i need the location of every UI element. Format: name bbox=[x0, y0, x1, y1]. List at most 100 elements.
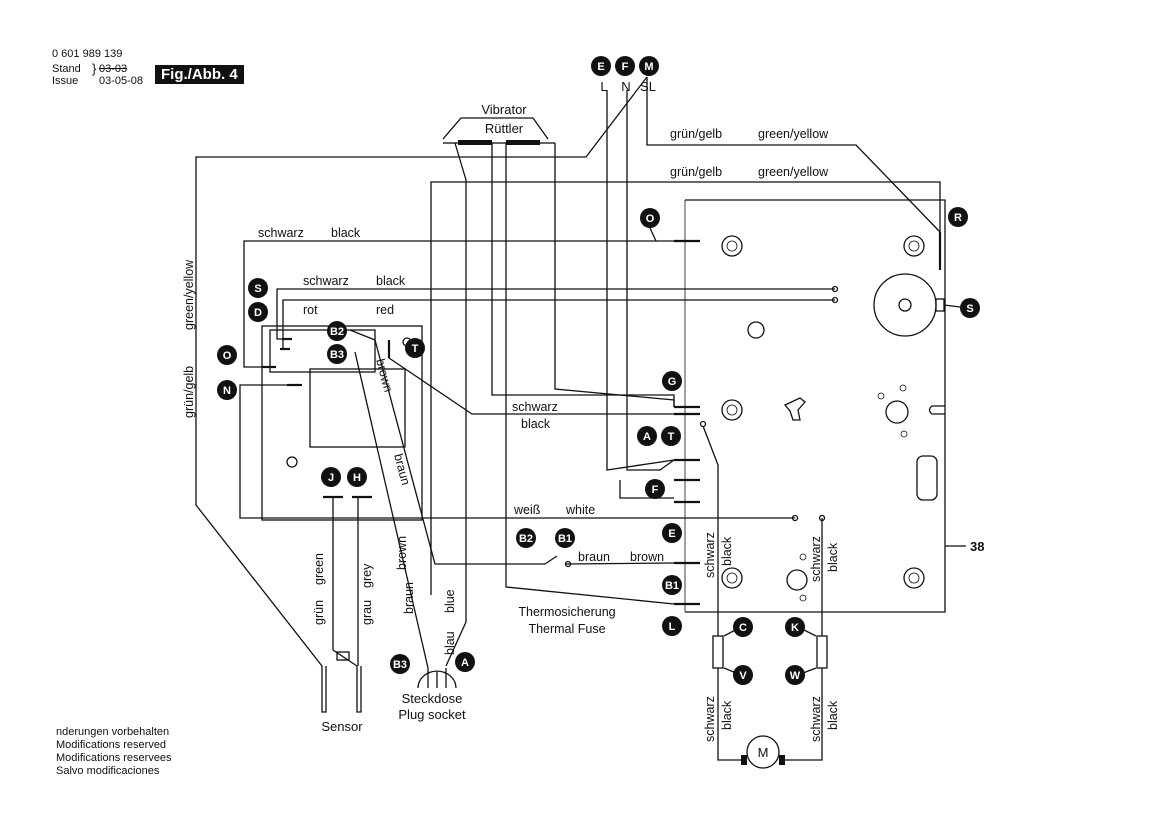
label-green: green bbox=[312, 553, 326, 585]
ref-38: 38 bbox=[970, 539, 984, 554]
svg-text:T: T bbox=[412, 343, 419, 355]
marker-w: W bbox=[785, 665, 805, 685]
marker-v: V bbox=[733, 665, 753, 685]
svg-text:V: V bbox=[739, 670, 747, 682]
svg-text:E: E bbox=[668, 528, 675, 540]
svg-text:B1: B1 bbox=[665, 580, 679, 592]
marker-j: J bbox=[321, 467, 341, 487]
wire-e-black bbox=[702, 425, 719, 636]
label-grau: grau bbox=[360, 600, 374, 625]
label-braun-v: braun bbox=[391, 452, 413, 487]
label-schwarz-o: schwarz bbox=[258, 226, 304, 240]
svg-text:F: F bbox=[652, 484, 659, 496]
wire-vib-1 bbox=[454, 142, 467, 622]
label-schwarz-m1: schwarz bbox=[703, 696, 717, 742]
marker-o-left: O bbox=[217, 345, 237, 365]
wire-l bbox=[606, 90, 675, 471]
svg-text:S: S bbox=[254, 283, 261, 295]
label-thermo-de: Thermosicherung bbox=[518, 605, 615, 619]
issue-label: Issue bbox=[52, 75, 79, 87]
label-sensor: Sensor bbox=[321, 719, 363, 734]
marker-a-socket: A bbox=[455, 652, 475, 672]
wire-earth-2 bbox=[430, 181, 941, 595]
label-ruettler: Rüttler bbox=[485, 121, 524, 136]
marker-t-box: T bbox=[405, 338, 425, 358]
svg-text:B3: B3 bbox=[393, 659, 407, 671]
marker-b3-box: B3 bbox=[327, 344, 347, 364]
marker-f-supply: F bbox=[615, 56, 635, 76]
svg-text:G: G bbox=[668, 376, 677, 388]
marker-c: C bbox=[733, 617, 753, 637]
label-red: red bbox=[376, 303, 394, 317]
label-steckdose: Steckdose bbox=[402, 691, 463, 706]
supply-sl: SL bbox=[640, 79, 656, 94]
wire-brown-b1 bbox=[564, 562, 675, 565]
stand-label: Stand bbox=[52, 63, 81, 75]
control-module bbox=[309, 368, 406, 448]
svg-text:D: D bbox=[254, 307, 262, 319]
label-blau: blau bbox=[443, 631, 457, 655]
label-schwarz-t: schwarz bbox=[512, 400, 558, 414]
svg-text:H: H bbox=[353, 472, 361, 484]
relay-block bbox=[269, 329, 376, 373]
marker-b3-socket: B3 bbox=[390, 654, 410, 674]
svg-text:B2: B2 bbox=[330, 326, 344, 338]
wire-earth-1 bbox=[646, 77, 941, 233]
capacitor bbox=[873, 273, 945, 337]
marker-s-left: S bbox=[248, 278, 268, 298]
svg-text:E: E bbox=[597, 61, 604, 73]
label-vibrator: Vibrator bbox=[481, 102, 527, 117]
marker-b2-fuse: B2 bbox=[516, 528, 536, 548]
plate-holes bbox=[721, 235, 945, 602]
label-gruen-gelb-2: grün/gelb bbox=[670, 165, 722, 179]
label-black-e: black bbox=[720, 536, 734, 566]
marker-d: D bbox=[248, 302, 268, 322]
svg-text:O: O bbox=[646, 213, 655, 225]
marker-b1-plate: B1 bbox=[662, 575, 682, 595]
label-black-o: black bbox=[331, 226, 361, 240]
label-braun-b1: braun bbox=[578, 550, 610, 564]
part-number: 0 601 989 139 bbox=[52, 48, 123, 60]
marker-a-plate: A bbox=[637, 426, 657, 446]
fuse-point bbox=[564, 560, 572, 568]
svg-text:K: K bbox=[791, 622, 799, 634]
svg-text:T: T bbox=[668, 431, 675, 443]
label-brown-v: brown bbox=[373, 357, 395, 394]
svg-text:B1: B1 bbox=[558, 533, 572, 545]
label-green-yellow-1: green/yellow bbox=[758, 127, 829, 141]
svg-text:A: A bbox=[643, 431, 651, 443]
wire-vib-3 bbox=[505, 143, 675, 605]
marker-l: L bbox=[662, 616, 682, 636]
marker-k: K bbox=[785, 617, 805, 637]
plug-socket bbox=[417, 668, 457, 689]
wire-vib-4 bbox=[554, 143, 675, 407]
marker-r: R bbox=[948, 207, 968, 227]
wire-blue bbox=[445, 621, 467, 667]
wire-green bbox=[332, 497, 358, 667]
label-schwarz-m2: schwarz bbox=[809, 696, 823, 742]
marker-b1-fuse: B1 bbox=[555, 528, 575, 548]
wire-brown-b3 bbox=[354, 351, 429, 669]
svg-text:A: A bbox=[461, 657, 469, 669]
label-thermo-en: Thermal Fuse bbox=[528, 622, 605, 636]
brace: } bbox=[92, 61, 97, 76]
svg-text:L: L bbox=[669, 621, 676, 633]
leader-s-right bbox=[943, 304, 961, 308]
wire-n bbox=[626, 90, 675, 471]
figure-label: Fig./Abb. 4 bbox=[155, 65, 244, 84]
label-schwarz-e: schwarz bbox=[703, 532, 717, 578]
marker-f-plate: F bbox=[645, 479, 665, 499]
footer-line-3: Modifications reservees bbox=[56, 752, 172, 764]
label-black-m1: black bbox=[720, 700, 734, 730]
label-black-t: black bbox=[521, 417, 551, 431]
s-end bbox=[831, 285, 839, 293]
svg-text:N: N bbox=[223, 385, 231, 397]
label-green-yellow-v: green/yellow bbox=[182, 259, 196, 330]
label-schwarz-k: schwarz bbox=[809, 536, 823, 582]
terminals bbox=[262, 239, 700, 606]
label-weiss: weiß bbox=[513, 503, 541, 517]
wire-o bbox=[243, 240, 674, 368]
supply-l: L bbox=[600, 79, 607, 94]
label-green-yellow-2: green/yellow bbox=[758, 165, 829, 179]
